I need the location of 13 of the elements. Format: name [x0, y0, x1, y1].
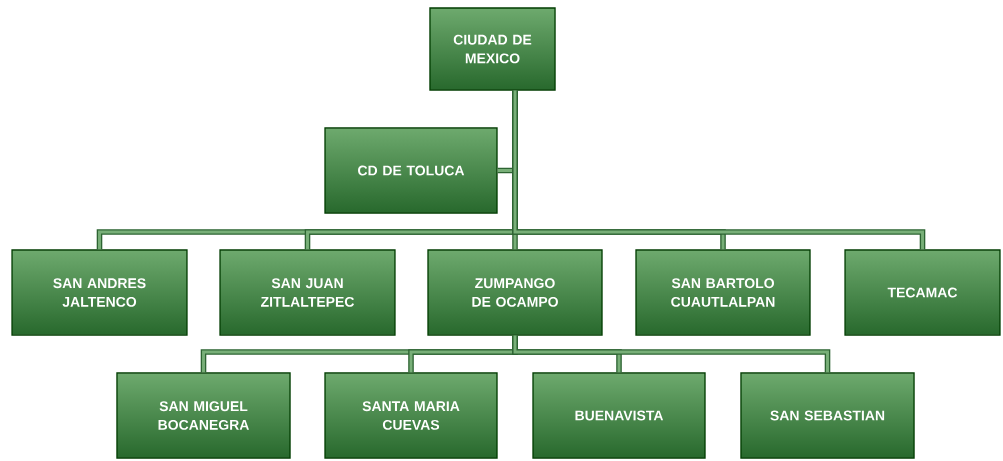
org-box: SAN BARTOLO CUAUTLALPAN [635, 249, 811, 336]
org-box: ZUMPANGO DE OCAMPO [427, 249, 603, 336]
org-box: SAN MIGUEL BOCANEGRA [116, 372, 291, 459]
org-box: CD DE TOLUCA [324, 127, 498, 214]
org-box: SAN ANDRES JALTENCO [11, 249, 188, 336]
org-box: CIUDAD DE MEXICO [429, 7, 556, 91]
org-box: SAN SEBASTIAN [740, 372, 915, 459]
connector-line [512, 90, 926, 250]
org-box: BUENAVISTA [532, 372, 706, 459]
org-box: SAN JUAN ZITLALTEPEC [219, 249, 396, 336]
org-box: SANTA MARIA CUEVAS [324, 372, 498, 459]
connector-line [512, 335, 831, 373]
org-box: TECAMAC [844, 249, 1001, 336]
